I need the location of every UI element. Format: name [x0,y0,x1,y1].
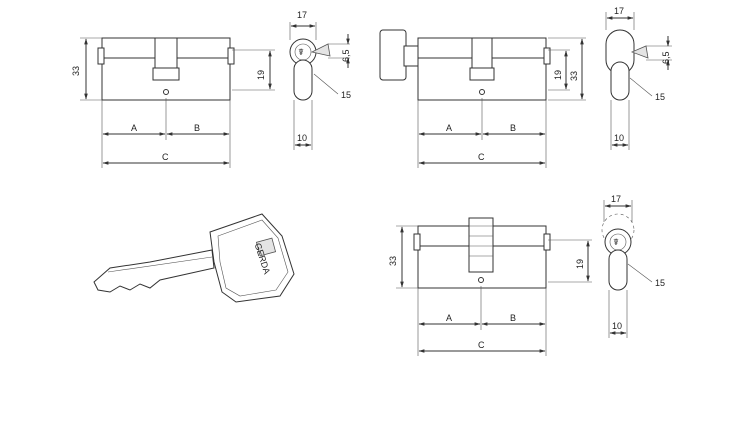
dim-33-label: 33 [71,66,81,76]
tt-dim-c-label: C [478,152,485,162]
side-dim-10-label: 10 [297,133,307,143]
gear-side-dim-15-label: 15 [655,278,665,288]
side-dim-6-5-label: 6,5 [341,49,351,62]
tt-side-dim-17-label: 17 [614,6,624,16]
thumb-turn-side-profile: 17 6,5 15 10 [605,6,672,150]
side-dim-17-label: 17 [297,10,307,20]
gear-side-dim-17-label: 17 [611,194,621,204]
tt-dim-b-label: B [510,123,516,133]
tt-side-dim-15-label: 15 [655,92,665,102]
gear-side-profile: ☤ 17 15 10 [601,194,665,338]
gear-keyway-mark: ☤ [613,237,619,247]
dim-b-label: B [194,123,200,133]
dim-19-label: 19 [256,70,266,80]
dim-c-label: C [162,152,169,162]
double-cylinder-side-profile: ☤ 17 6,5 15 10 [289,10,351,150]
tt-side-dim-10-label: 10 [614,133,624,143]
gear-cylinder-front-view: 33 19 A B C [388,217,592,356]
gear-dim-a-label: A [446,313,452,323]
tt-dim-33-label: 33 [569,71,579,81]
gear-dim-c-label: C [478,340,485,350]
dim-a-label: A [131,123,137,133]
gear-dim-33-label: 33 [388,256,398,266]
thumb-turn-cylinder-front-view: 19 33 A B C [379,29,586,168]
double-cylinder-front-view: 33 19 A B C [71,37,275,168]
key-drawing: GERDA [93,213,295,303]
gear-side-dim-10-label: 10 [612,321,622,331]
gear-dim-b-label: B [510,313,516,323]
gear-dim-19-label: 19 [575,259,585,269]
keyway-mark: ☤ [298,47,304,57]
tt-dim-a-label: A [446,123,452,133]
tt-dim-19-label: 19 [553,70,563,80]
tt-side-dim-6-5-label: 6,5 [661,51,671,64]
side-dim-15-label: 15 [341,90,351,100]
